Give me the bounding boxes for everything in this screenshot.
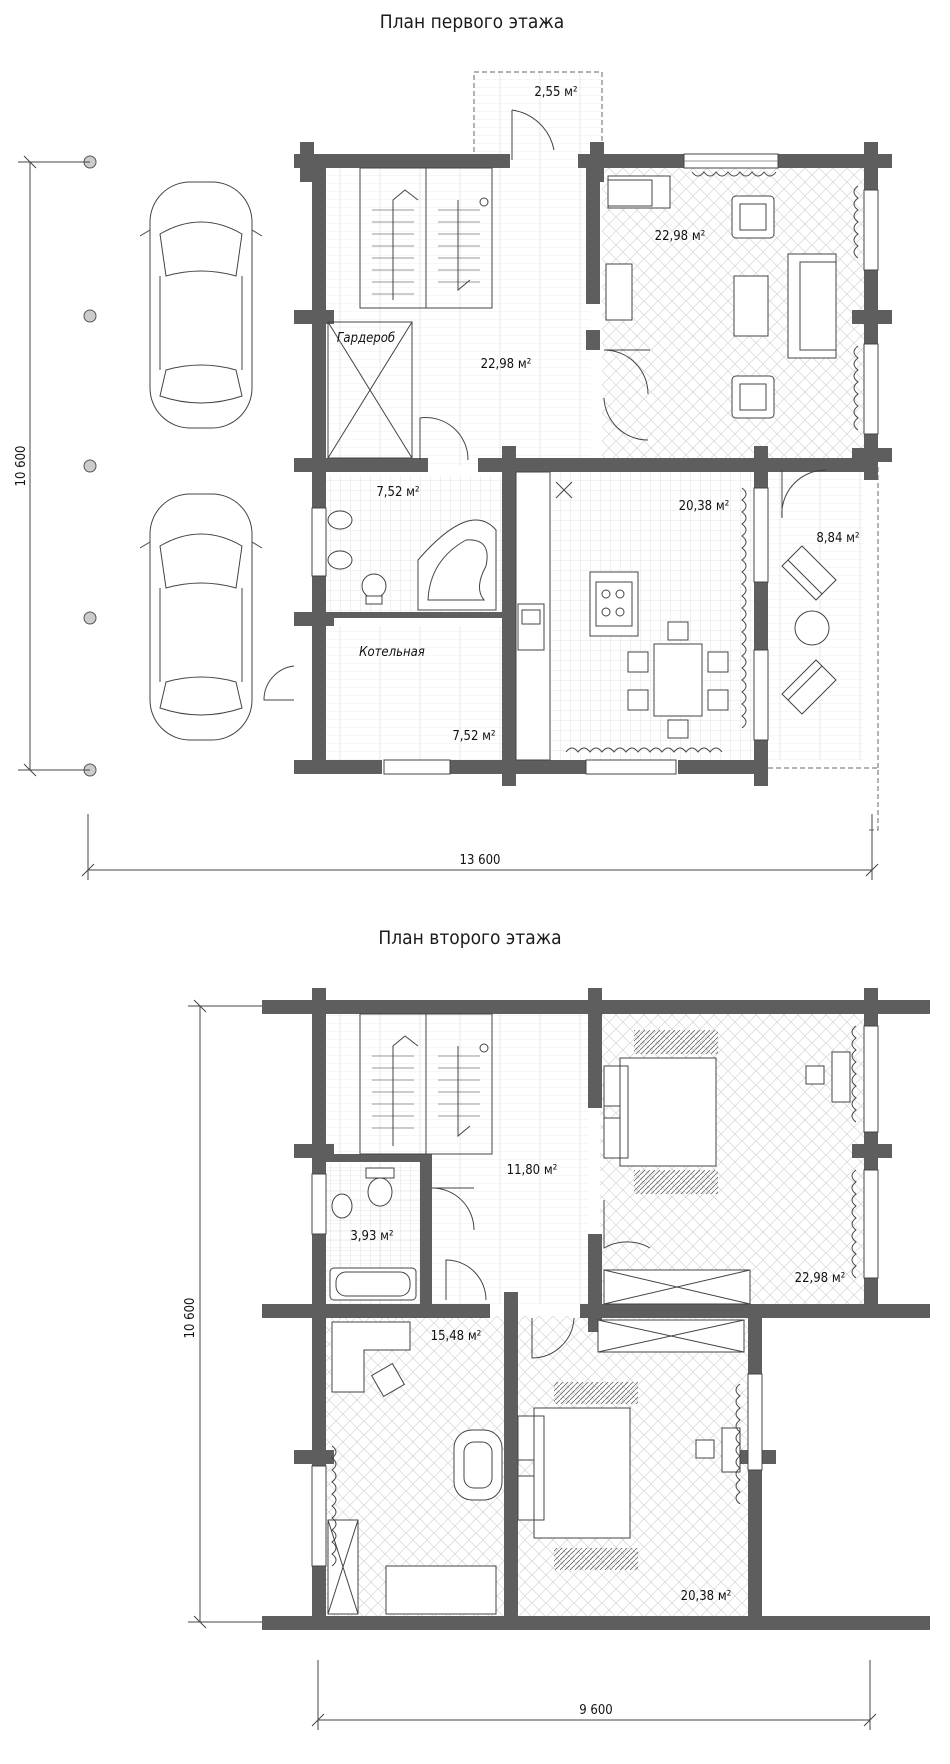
room-boiler-label: Котельная (359, 645, 425, 660)
f2-bedroom2-area: 20,38 м² (681, 1589, 732, 1604)
room-wardrobe-label: Гардероб (337, 331, 395, 346)
floor-1-width-dim: 13 600 (460, 853, 501, 868)
parking-posts (83, 155, 97, 777)
floor-2-dimensions: 10 600 9 600 (183, 999, 877, 1730)
room-porch-area: 2,55 м² (534, 85, 577, 100)
floor-1-stair (359, 167, 493, 309)
floor-1-dimensions: 10 600 13 600 (14, 155, 879, 880)
kitchen-furniture (515, 471, 747, 761)
bathroom-fixtures (327, 510, 497, 611)
floor-1-windows (311, 153, 879, 775)
room-bathroom-area: 7,52 м² (376, 485, 419, 500)
f2-bath-fixtures (329, 1167, 417, 1301)
room-boiler-area: 7,52 м² (452, 729, 495, 744)
floor-2-plan: План второго этажа (183, 927, 930, 1730)
room-terrace-area: 8,84 м² (816, 531, 859, 546)
room-kitchen-area: 20,38 м² (679, 499, 730, 514)
f2-office-furniture (327, 1321, 503, 1615)
floor-2-height-dim: 10 600 (183, 1298, 198, 1339)
f2-office-area: 15,48 м² (431, 1329, 482, 1344)
floor-2-doors (431, 1187, 651, 1359)
car-1 (139, 181, 263, 429)
boiler-floor (326, 626, 502, 760)
floor-2-title: План второго этажа (378, 927, 561, 949)
parked-cars (83, 155, 263, 777)
room-hall-area: 22,98 м² (481, 357, 532, 372)
terrace-furniture (781, 545, 837, 715)
porch-floor (474, 72, 602, 164)
floor-1-height-dim: 10 600 (14, 446, 29, 487)
porch-outline (473, 71, 603, 160)
wardrobe-closet (327, 321, 413, 459)
f2-bedroom2-furniture (517, 1319, 745, 1570)
f2-bedroom1-furniture (603, 1025, 857, 1305)
f2-bath-area: 3,93 м² (350, 1229, 393, 1244)
floor-2-windows (311, 1025, 879, 1567)
floor-2-stair (359, 1013, 493, 1155)
room-living-area: 22,98 м² (655, 229, 706, 244)
car-2 (139, 493, 263, 741)
floor-2-width-dim: 9 600 (579, 1703, 612, 1718)
floor-1-plan: План первого этажа (14, 11, 892, 880)
f2-bedroom1-area: 22,98 м² (795, 1271, 846, 1286)
f2-hall-area: 11,80 м² (507, 1163, 558, 1178)
living-room-furniture (605, 171, 859, 431)
floor-1-title: План первого этажа (380, 11, 565, 33)
floor-1-doors (263, 109, 827, 701)
